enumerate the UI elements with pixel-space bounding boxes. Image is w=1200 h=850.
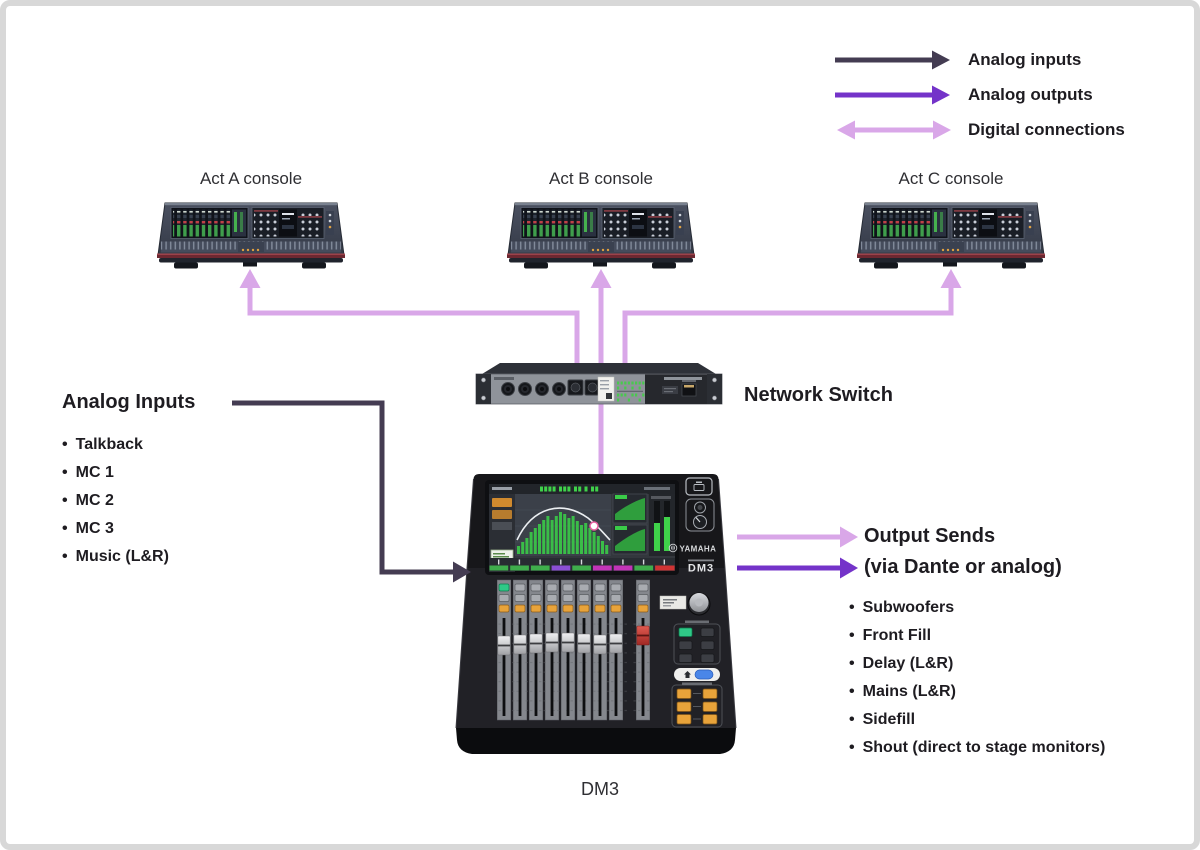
output-sends-list: Subwoofers Front Fill Delay (L&R) Mains … bbox=[849, 594, 1106, 762]
legend-label: Analog outputs bbox=[968, 84, 1093, 104]
svg-text:DM3: DM3 bbox=[688, 563, 714, 575]
legend-row-analog-inputs: Analog inputs bbox=[833, 42, 1125, 77]
list-item: Sidefill bbox=[849, 706, 1105, 734]
fader-strips bbox=[497, 579, 650, 721]
arrowhead-console-b bbox=[590, 269, 612, 288]
fader-bank-buttons bbox=[673, 620, 721, 665]
digital-connections-arrow-icon bbox=[837, 120, 951, 139]
legend: Analog inputs Analog outputs Digital con… bbox=[833, 42, 1125, 147]
fader-caps bbox=[497, 625, 650, 656]
dm3-caption: DM3 bbox=[580, 779, 619, 799]
console-a-image bbox=[156, 202, 346, 269]
svg-text:YAMAHA: YAMAHA bbox=[680, 544, 717, 553]
status-leds bbox=[617, 381, 645, 402]
dm3-image: YAMAHA DM3 bbox=[455, 474, 737, 754]
output-sends-heading: Output Sends (via Dante or analog) bbox=[864, 521, 1062, 583]
list-item: MC 3 bbox=[62, 515, 169, 543]
legend-label: Digital connections bbox=[968, 119, 1125, 139]
output-sends-heading-line2: (via Dante or analog) bbox=[864, 556, 1062, 578]
arrowhead-console-c bbox=[940, 269, 962, 288]
list-item: Talkback bbox=[62, 431, 169, 459]
dm3-touchscreen bbox=[489, 484, 675, 572]
home-row bbox=[674, 668, 720, 681]
console-c-label: Act C console bbox=[898, 169, 1004, 188]
phones-level-knobs bbox=[685, 498, 715, 532]
user-defined-keys bbox=[671, 682, 723, 728]
list-item: Shout (direct to stage monitors) bbox=[849, 734, 1106, 762]
analog-outputs-arrow-icon bbox=[835, 85, 950, 104]
console-c-image bbox=[856, 202, 1046, 269]
list-item: Subwoofers bbox=[849, 594, 1105, 622]
network-switch-label: Network Switch bbox=[744, 384, 893, 406]
home-icon bbox=[684, 671, 691, 678]
legend-row-analog-outputs: Analog outputs bbox=[833, 77, 1125, 112]
ethercon-ports bbox=[501, 382, 566, 396]
output-sends-heading-line1: Output Sends bbox=[864, 525, 996, 547]
list-item: MC 1 bbox=[62, 459, 169, 487]
optical-ports bbox=[567, 379, 601, 396]
list-item: Delay (L&R) bbox=[849, 650, 1105, 678]
network-switch-image bbox=[475, 363, 723, 405]
usb-port bbox=[685, 477, 713, 496]
analog-inputs-list: Talkback MC 1 MC 2 MC 3 Music (L&R) bbox=[62, 431, 169, 571]
list-item: MC 2 bbox=[62, 487, 169, 515]
touch-and-turn bbox=[659, 592, 711, 616]
rta-bars bbox=[517, 512, 609, 554]
legend-row-digital-connections: Digital connections bbox=[833, 112, 1125, 147]
arrowhead-console-a bbox=[239, 269, 261, 288]
list-item: Front Fill bbox=[849, 622, 1105, 650]
digital-line-switch-to-console-a bbox=[247, 287, 580, 374]
console-a-label: Act A console bbox=[199, 169, 303, 188]
dm3-logo: DM3 bbox=[688, 559, 714, 575]
analog-inputs-heading: Analog Inputs bbox=[62, 391, 196, 413]
list-item: Music (L&R) bbox=[62, 543, 169, 571]
console-b-image bbox=[506, 202, 696, 269]
yamaha-logo: YAMAHA bbox=[668, 543, 717, 553]
digital-line-switch-to-console-c bbox=[622, 287, 954, 374]
screen-channel-strip-row bbox=[489, 558, 675, 571]
analog-inputs-arrow-icon bbox=[835, 50, 950, 69]
legend-label: Analog inputs bbox=[968, 49, 1082, 69]
console-b-label: Act B console bbox=[549, 169, 653, 188]
list-item: Mains (L&R) bbox=[849, 678, 1105, 706]
